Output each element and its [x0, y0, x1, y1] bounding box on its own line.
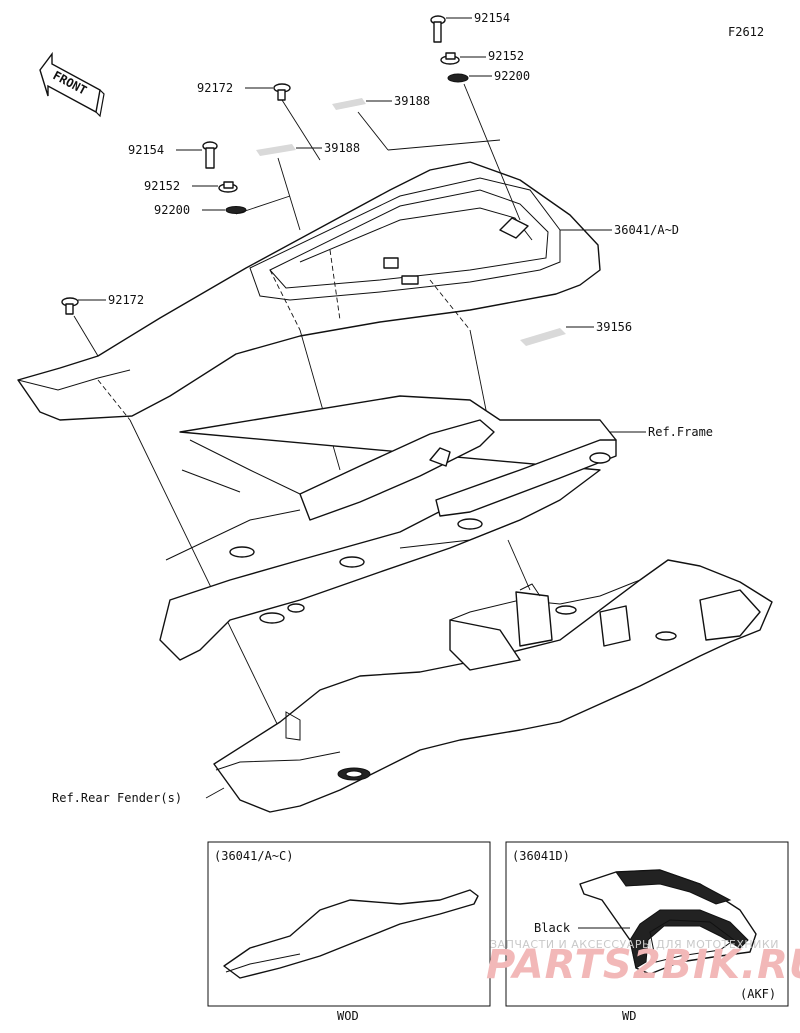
label-39156[interactable]	[520, 328, 566, 346]
watermark-brand: PARTS2BIK.RU	[486, 942, 800, 988]
callout-36041: 36041/A~D	[614, 223, 679, 237]
market-code: (AKF)	[740, 987, 776, 1001]
callout-39188-lower: 39188	[324, 141, 360, 155]
inset-1-color-code: WOD	[337, 1009, 359, 1023]
callout-92152-left: 92152	[144, 179, 180, 193]
callout-92200-left: 92200	[154, 203, 190, 217]
bolt-92154-left[interactable]	[202, 141, 218, 169]
inset-1-title: (36041/A~C)	[214, 849, 293, 863]
rear-fender[interactable]	[213, 559, 773, 813]
washer-92152-top[interactable]	[440, 52, 460, 65]
grommet-92200-left[interactable]	[225, 206, 247, 214]
bolt-92172-top[interactable]	[273, 83, 291, 101]
seat-cover-36041[interactable]	[17, 161, 601, 421]
callout-92200-top: 92200	[494, 69, 530, 83]
inset-2-title: (36041D)	[512, 849, 570, 863]
bolt-92154-top[interactable]	[430, 15, 446, 43]
grommet-92200-top[interactable]	[447, 73, 469, 83]
seat-cover-variant-d[interactable]	[579, 869, 757, 975]
seat-cover-variant-a-c[interactable]	[223, 889, 479, 979]
washer-92152-left[interactable]	[218, 181, 238, 193]
callout-92152-top: 92152	[488, 49, 524, 63]
ref-rear-fender-label: Ref.Rear Fender(s)	[52, 791, 182, 805]
inset-2-color-code: WD	[622, 1009, 636, 1023]
callout-92154-top: 92154	[474, 11, 510, 25]
callout-92172-top: 92172	[197, 81, 233, 95]
watermark-tagline: ЗАПЧАСТИ И АКСЕССУАРЫ ДЛЯ МОТОТЕХНИКИ	[490, 938, 779, 951]
color-label-black: Black	[534, 921, 571, 935]
rear-frame[interactable]	[159, 395, 617, 661]
assembly-lines	[73, 83, 531, 731]
inset-36041d: (36041D) Black (AKF) WD	[505, 841, 789, 1023]
diagram-code: F2612	[728, 25, 764, 39]
bolt-92172-left[interactable]	[61, 297, 79, 315]
callout-39156: 39156	[596, 320, 632, 334]
inset-36041-a-c: (36041/A~C) WOD	[207, 841, 491, 1023]
label-39188-lower[interactable]	[256, 144, 296, 156]
ref-frame-label: Ref.Frame	[648, 425, 713, 439]
callout-92154-left: 92154	[128, 143, 164, 157]
callout-39188-upper: 39188	[394, 94, 430, 108]
label-39188-upper[interactable]	[332, 98, 366, 110]
front-arrow-icon: FRONT	[39, 51, 105, 118]
callout-92172-left: 92172	[108, 293, 144, 307]
